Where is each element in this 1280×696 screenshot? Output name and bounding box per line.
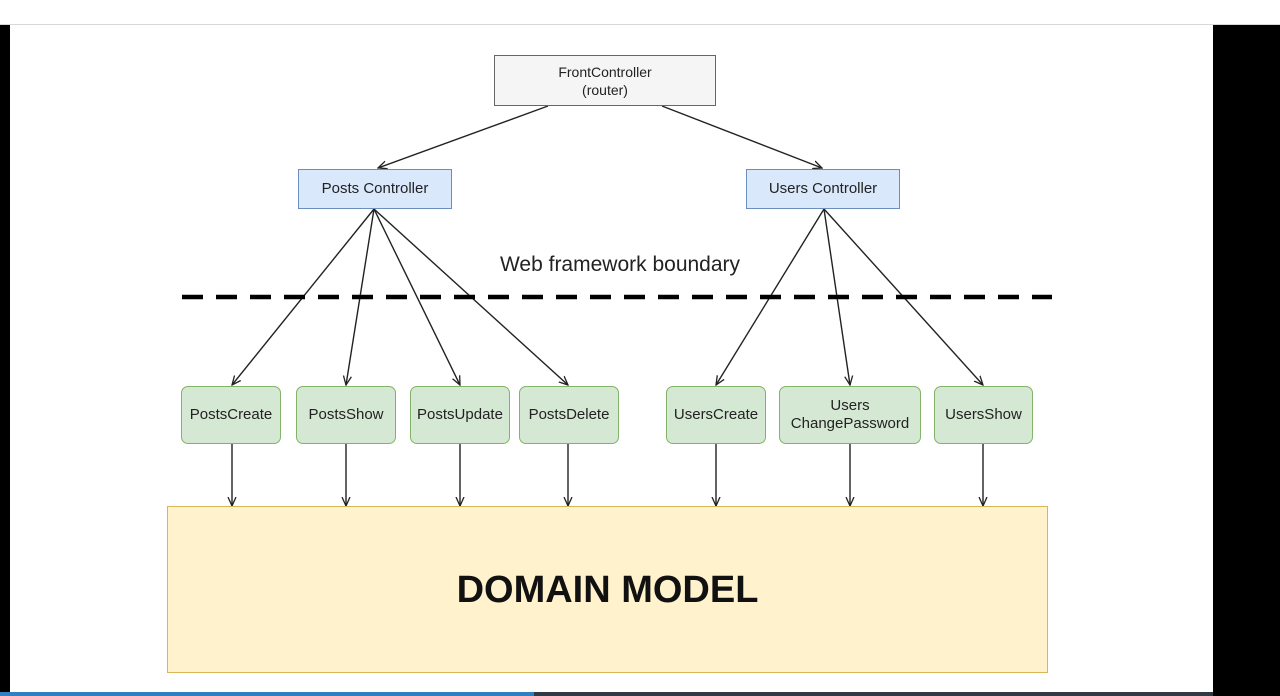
posts-delete-label: PostsDelete	[528, 406, 610, 423]
edge-posts-to-update	[373, 208, 460, 385]
posts-show-label: PostsShow	[308, 406, 384, 423]
posts-delete-node: PostsDelete	[519, 386, 619, 444]
posts-create-node: PostsCreate	[181, 386, 281, 444]
users-controller-node: Users Controller	[746, 169, 900, 209]
users-change-password-label: Users ChangePassword	[790, 397, 910, 432]
users-change-password-node: Users ChangePassword	[779, 386, 921, 444]
viewer-progress-bar	[0, 692, 1213, 696]
users-show-label: UsersShow	[945, 406, 1022, 423]
front-controller-label: FrontController (router)	[558, 63, 652, 98]
edge-front-to-users	[661, 105, 822, 168]
posts-controller-node: Posts Controller	[298, 169, 452, 209]
posts-controller-label: Posts Controller	[321, 180, 429, 197]
web-framework-boundary-label: Web framework boundary	[499, 253, 741, 276]
top-strip	[0, 0, 1280, 25]
viewer-progress-fill	[0, 692, 534, 696]
left-letterbox	[0, 25, 10, 696]
posts-update-label: PostsUpdate	[417, 406, 503, 423]
front-controller-node: FrontController (router)	[494, 55, 716, 106]
users-show-node: UsersShow	[934, 386, 1033, 444]
right-letterbox	[1213, 25, 1280, 696]
posts-update-node: PostsUpdate	[410, 386, 510, 444]
users-create-label: UsersCreate	[673, 406, 759, 423]
posts-show-node: PostsShow	[296, 386, 396, 444]
edge-front-to-posts	[378, 105, 549, 168]
users-controller-label: Users Controller	[768, 180, 878, 197]
domain-model-node: DOMAIN MODEL	[167, 506, 1048, 673]
domain-model-label: DOMAIN MODEL	[456, 568, 759, 611]
users-create-node: UsersCreate	[666, 386, 766, 444]
posts-create-label: PostsCreate	[189, 406, 273, 423]
